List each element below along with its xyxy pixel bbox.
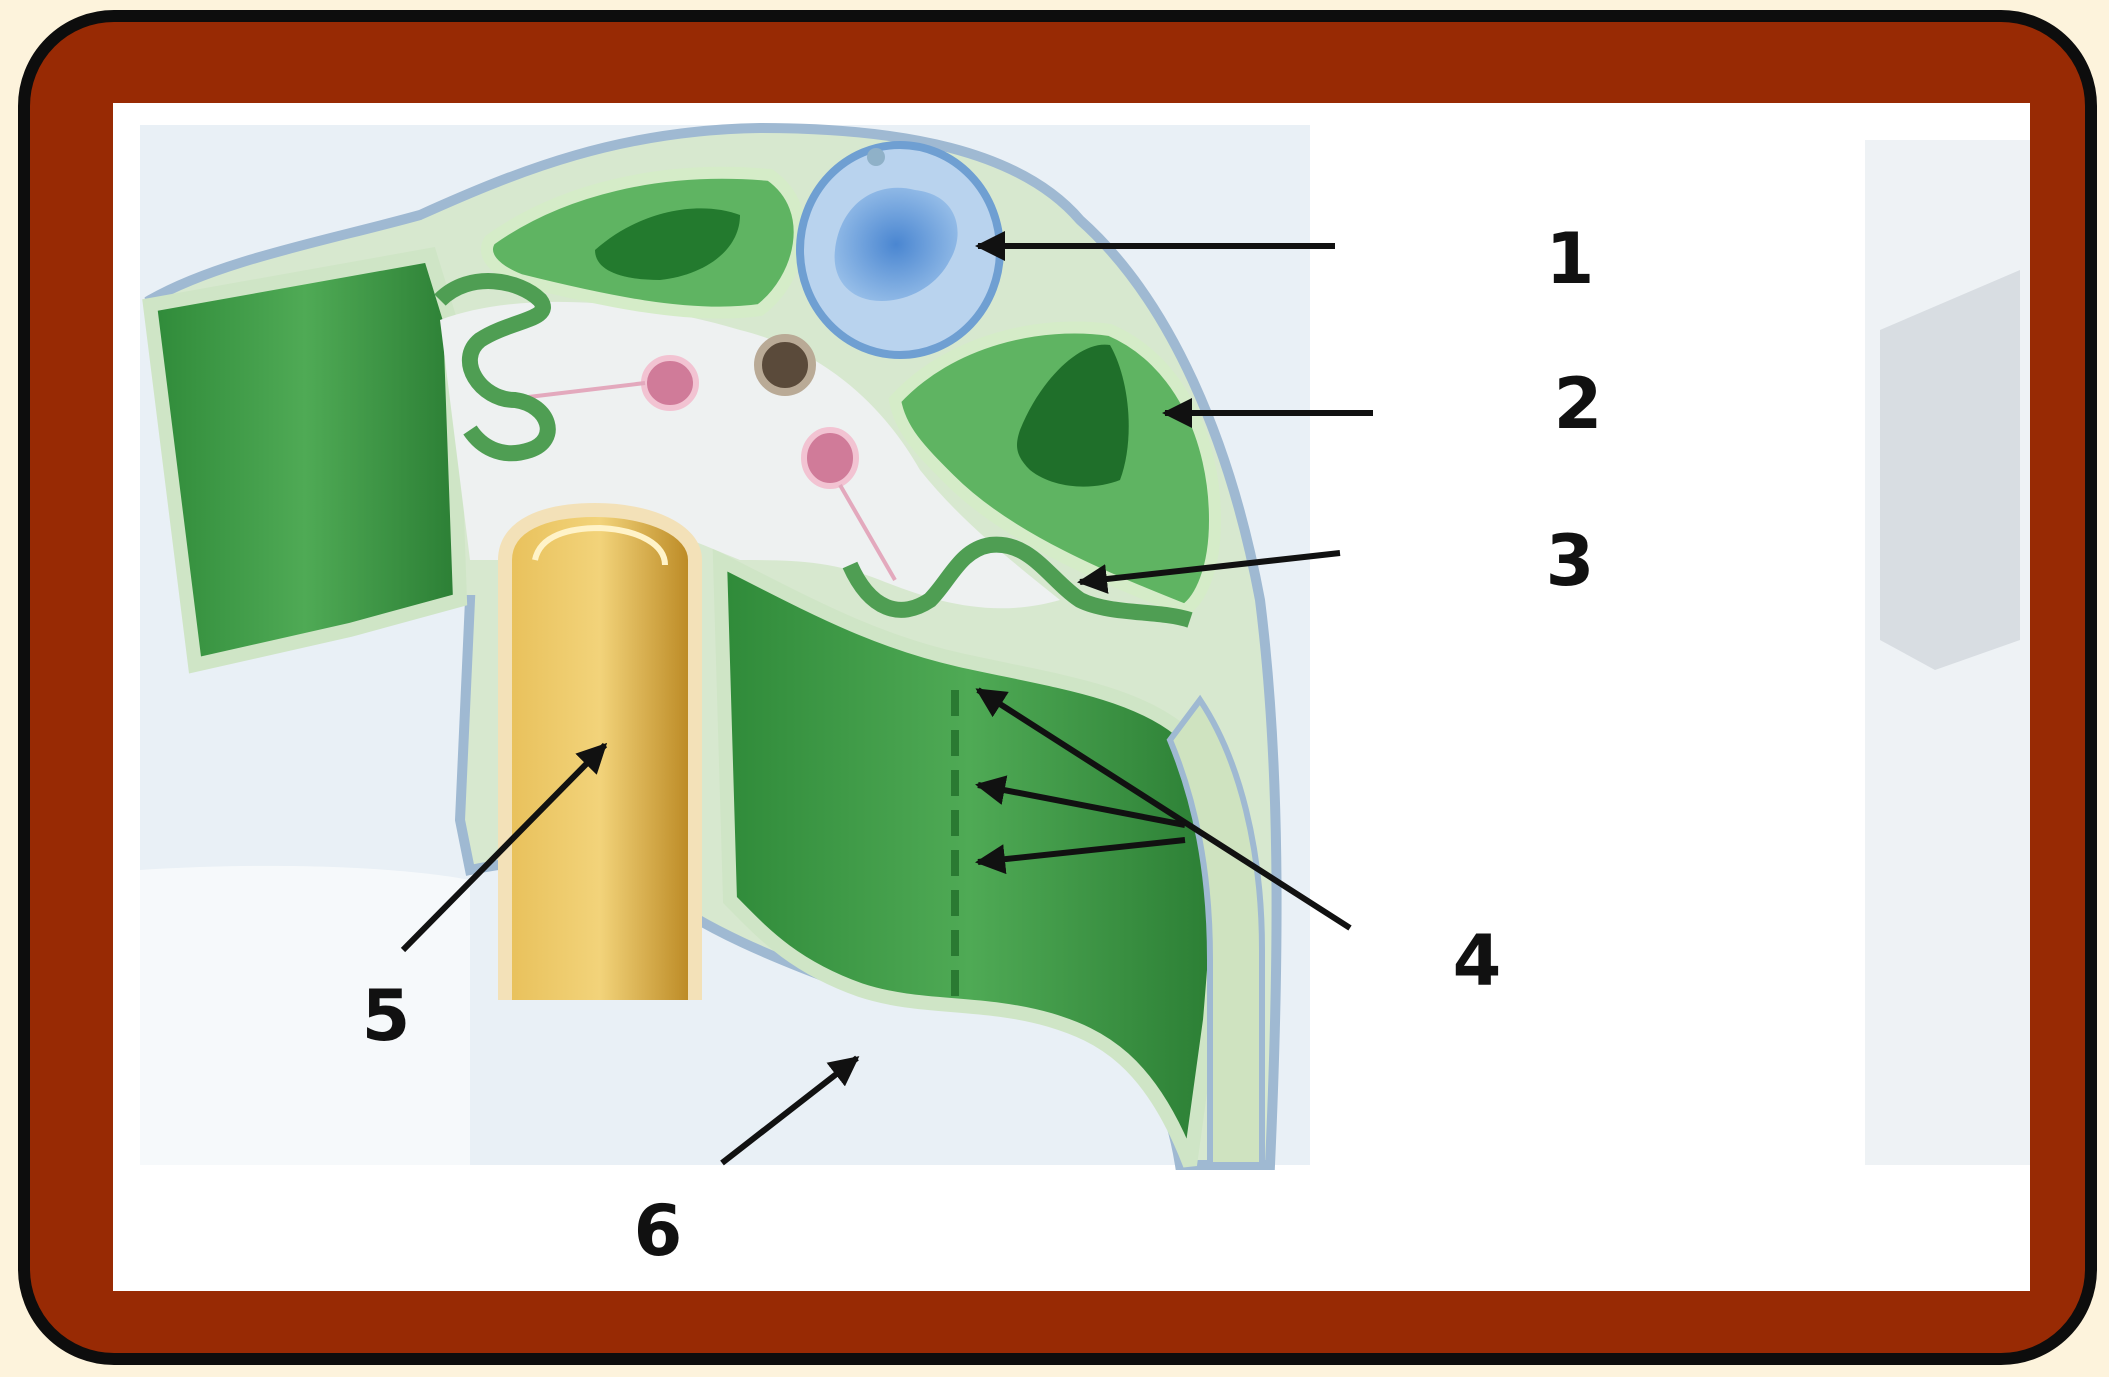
- gold-tube: [505, 510, 695, 1000]
- label-4: 4: [1453, 920, 1502, 1002]
- pink-capsule-upper: [644, 358, 696, 408]
- label-1: 1: [1546, 218, 1595, 300]
- dark-vessel: [758, 338, 812, 392]
- notochord-dot: [867, 148, 885, 166]
- label-3: 3: [1546, 520, 1595, 602]
- label-5: 5: [362, 975, 411, 1057]
- left-body-wall: [150, 255, 460, 665]
- pink-capsule-lower: [804, 430, 856, 486]
- label-6: 6: [634, 1190, 683, 1272]
- label-2: 2: [1554, 363, 1603, 445]
- bottom-left-fade: [140, 866, 470, 1165]
- faded-block-shape: [1880, 270, 2020, 670]
